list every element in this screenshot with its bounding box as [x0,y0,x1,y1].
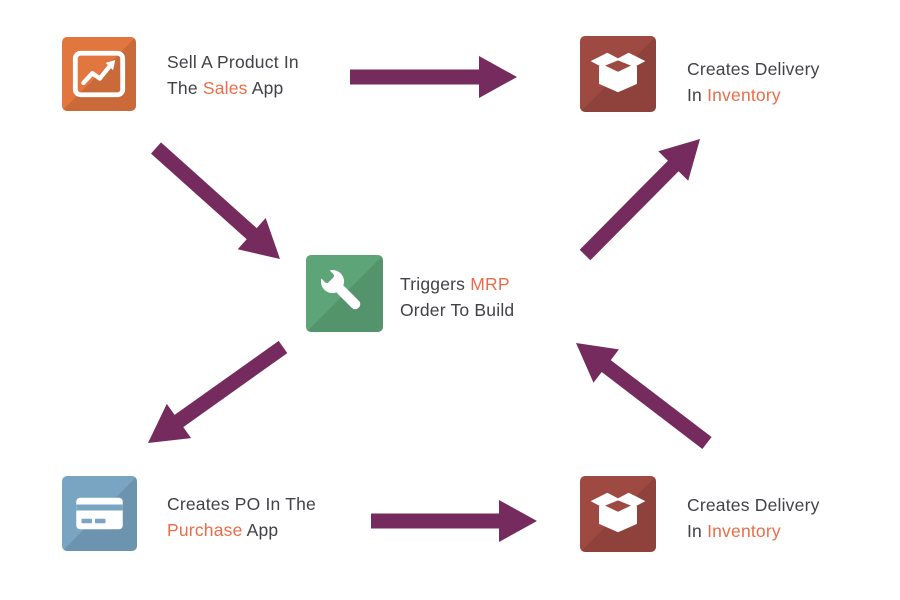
inventory-top-line1: Creates Delivery [687,59,820,79]
wrench-icon [317,266,361,310]
arrow-sales-to-inventory-top [350,56,517,98]
mrp-app-icon [306,255,383,332]
inventory-top-app-name: Inventory [707,85,781,105]
mrp-line1-pre: Triggers [400,274,471,294]
mrp-app-name: MRP [470,274,510,294]
arrow-purchase-to-inventory-bottom [371,500,537,542]
arrow-mrp-to-inventory-top [579,139,700,261]
open-box-icon [590,492,646,533]
purchase-app-icon [62,476,137,551]
sales-app-name: Sales [202,78,248,98]
inventory-bottom-line1: Creates Delivery [687,495,820,515]
sales-step-line2-pre: The [167,78,203,98]
inventory-top-line2-pre: In [687,85,708,105]
purchase-app-name: Purchase [167,520,243,540]
inventory-app-icon-bottom [580,476,656,552]
purchase-step-label: Creates PO In The Purchase App [167,491,316,543]
purchase-line2-post: App [242,520,279,540]
inventory-bottom-app-name: Inventory [707,521,781,541]
sales-chart-icon [72,50,126,98]
sales-step-line1: Sell A Product In [167,52,299,72]
inventory-bottom-step-label: Creates Delivery In Inventory [687,492,820,544]
inventory-bottom-line2-pre: In [687,521,708,541]
sales-step-line2-post: App [247,78,284,98]
inventory-app-icon-top [580,36,656,112]
sales-app-icon [62,37,136,111]
sales-step-label: Sell A Product In The Sales App [167,49,299,101]
credit-card-icon [76,497,123,530]
arrow-mrp-to-purchase [148,340,288,443]
arrow-inventory-bottom-to-mrp [576,343,712,449]
mrp-step-label: Triggers MRP Order To Build [400,271,514,323]
mrp-line2: Order To Build [400,300,515,320]
purchase-line1: Creates PO In The [167,494,316,514]
arrow-sales-to-mrp [151,142,280,259]
inventory-top-step-label: Creates Delivery In Inventory [687,56,820,108]
open-box-icon [590,52,646,93]
